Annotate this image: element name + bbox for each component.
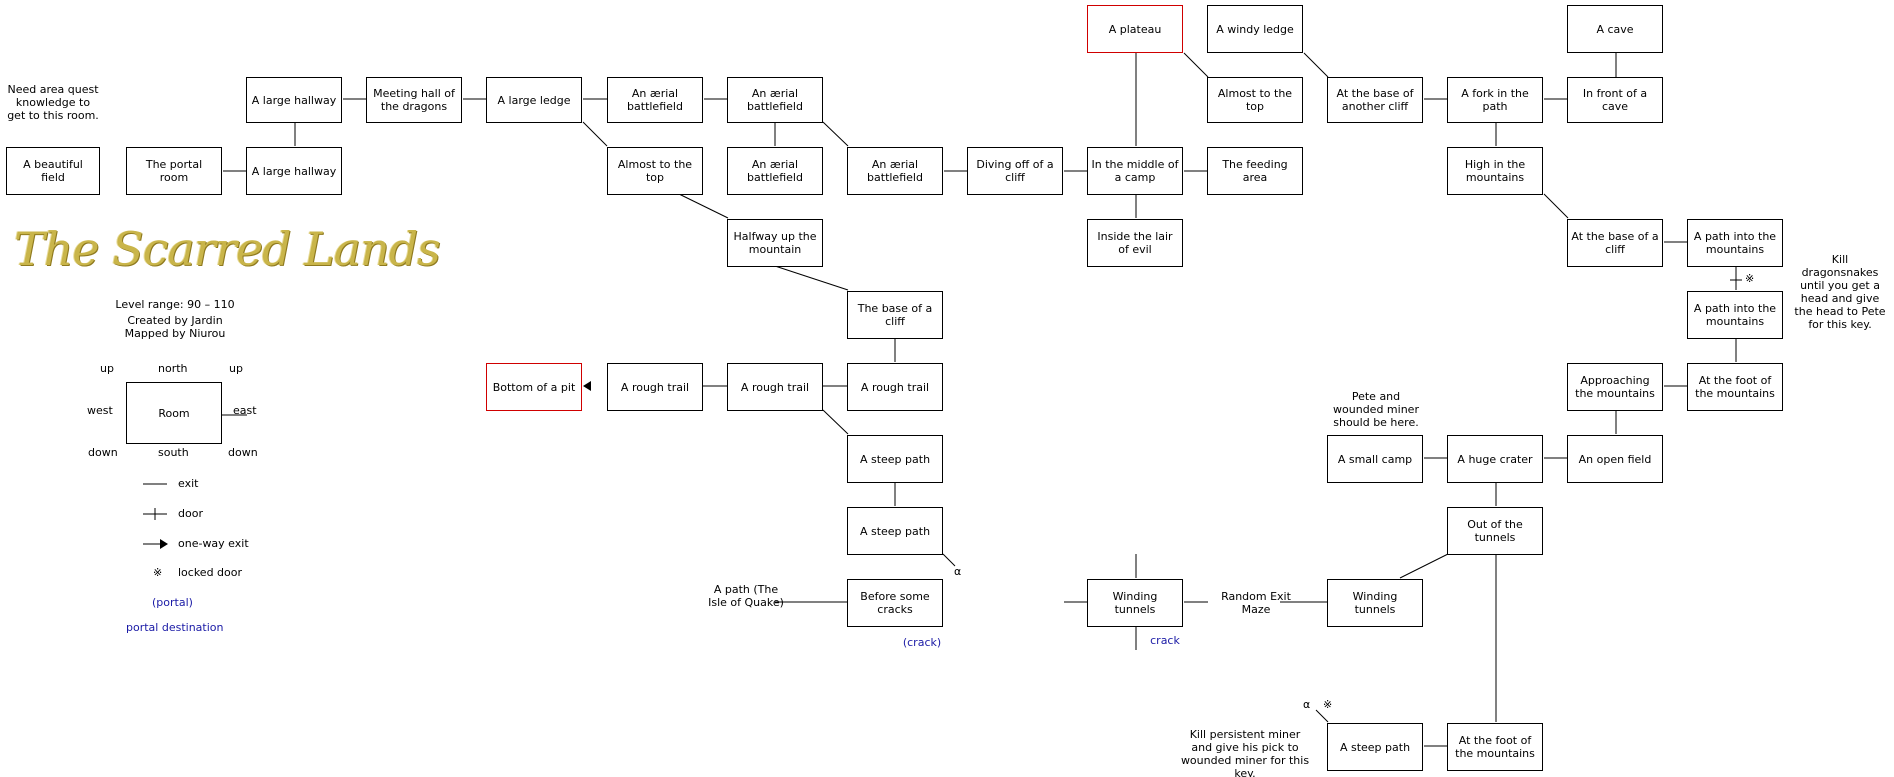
legend-room: Room (126, 382, 222, 444)
legend-exit: exit (178, 477, 199, 490)
room-path-into-mountains-2[interactable]: A path into the mountains (1687, 291, 1783, 339)
room-beautiful-field[interactable]: A beautiful field (6, 147, 100, 195)
room-almost-to-top-1[interactable]: Almost to the top (607, 147, 703, 195)
alpha-marker: α (1303, 698, 1311, 711)
legend-portal: (portal) (152, 596, 193, 609)
legend-north: north (158, 362, 188, 375)
portal-destination-crack[interactable]: crack (1150, 634, 1180, 647)
room-high-in-mountains[interactable]: High in the mountains (1447, 147, 1543, 195)
room-cave[interactable]: A cave (1567, 5, 1663, 53)
note-pete: Pete and wounded miner should be here. (1333, 390, 1419, 429)
room-winding-tunnels-1[interactable]: Winding tunnels (1087, 579, 1183, 627)
room-feeding-area[interactable]: The feeding area (1207, 147, 1303, 195)
room-out-of-tunnels[interactable]: Out of the tunnels (1447, 507, 1543, 555)
room-windy-ledge[interactable]: A windy ledge (1207, 5, 1303, 53)
locked-door-icon: ※ (153, 566, 163, 579)
legend-one-way: one-way exit (178, 537, 249, 550)
legend-west: west (87, 404, 113, 417)
legend-up-left: up (100, 362, 114, 375)
locked-door-icon: ※ (1323, 698, 1333, 711)
room-approaching-mountains[interactable]: Approaching the mountains (1567, 363, 1663, 411)
room-huge-crater[interactable]: A huge crater (1447, 435, 1543, 483)
room-aerial-battlefield-2[interactable]: An ærial battlefield (727, 77, 823, 123)
room-rough-trail-1[interactable]: A rough trail (847, 363, 943, 411)
alpha-marker: α (954, 565, 962, 578)
room-large-hallway-2[interactable]: A large hallway (246, 147, 342, 195)
room-path-into-mountains-1[interactable]: A path into the mountains (1687, 219, 1783, 267)
mapped-by: Mapped by Niurou (124, 327, 226, 340)
map-title: The Scarred Lands (14, 222, 441, 276)
room-base-another-cliff[interactable]: At the base of another cliff (1327, 77, 1423, 123)
note-need-area-quest: Need area quest knowledge to get to this… (7, 83, 99, 122)
room-diving-cliff[interactable]: Diving off of a cliff (967, 147, 1063, 195)
room-steep-path-1[interactable]: A steep path (847, 435, 943, 483)
level-range: Level range: 90 – 110 (115, 298, 235, 311)
room-open-field[interactable]: An open field (1567, 435, 1663, 483)
room-aerial-battlefield-3[interactable]: An ærial battlefield (727, 147, 823, 195)
room-large-hallway-1[interactable]: A large hallway (246, 77, 342, 123)
room-middle-of-camp[interactable]: In the middle of a camp (1087, 147, 1183, 195)
room-aerial-battlefield-1[interactable]: An ærial battlefield (607, 77, 703, 123)
room-rough-trail-3[interactable]: A rough trail (607, 363, 703, 411)
note-kill-miner: Kill persistent miner and give his pick … (1180, 728, 1310, 777)
room-aerial-battlefield-4[interactable]: An ærial battlefield (847, 147, 943, 195)
locked-door-icon: ※ (1745, 272, 1755, 285)
legend-door: door (178, 507, 203, 520)
room-meeting-hall[interactable]: Meeting hall of the dragons (366, 77, 462, 123)
portal-crack[interactable]: (crack) (902, 636, 942, 649)
room-before-cracks[interactable]: Before some cracks (847, 579, 943, 627)
room-base-of-cliff[interactable]: The base of a cliff (847, 291, 943, 339)
room-rough-trail-2[interactable]: A rough trail (727, 363, 823, 411)
legend-down-right: down (228, 446, 258, 459)
created-by: Created by Jardin (127, 314, 223, 327)
room-plateau[interactable]: A plateau (1087, 5, 1183, 53)
note-isle-of-quake: A path (The Isle of Quake) (708, 583, 784, 609)
room-fork-in-path[interactable]: A fork in the path (1447, 77, 1543, 123)
room-foot-of-mountains-1[interactable]: At the foot of the mountains (1687, 363, 1783, 411)
room-steep-path-2[interactable]: A steep path (847, 507, 943, 555)
room-lair-of-evil[interactable]: Inside the lair of evil (1087, 219, 1183, 267)
note-kill-dragonsnakes: Kill dragonsnakes until you get a head a… (1794, 253, 1886, 331)
room-foot-of-mountains-2[interactable]: At the foot of the mountains (1447, 723, 1543, 771)
legend-up-right: up (229, 362, 243, 375)
legend-south: south (158, 446, 189, 459)
room-almost-to-top-2[interactable]: Almost to the top (1207, 77, 1303, 123)
room-large-ledge[interactable]: A large ledge (486, 77, 582, 123)
room-front-of-cave[interactable]: In front of a cave (1567, 77, 1663, 123)
legend-locked-door: locked door (178, 566, 243, 579)
room-portal-room[interactable]: The portal room (126, 147, 222, 195)
room-base-of-cliff-2[interactable]: At the base of a cliff (1567, 219, 1663, 267)
room-winding-tunnels-2[interactable]: Winding tunnels (1327, 579, 1423, 627)
room-halfway-up[interactable]: Halfway up the mountain (727, 219, 823, 267)
note-random-exit-maze: Random Exit Maze (1221, 590, 1291, 616)
legend-down-left: down (88, 446, 118, 459)
legend-east: east (233, 404, 257, 417)
room-steep-path-3[interactable]: A steep path (1327, 723, 1423, 771)
legend-portal-destination: portal destination (126, 621, 224, 634)
room-bottom-of-pit[interactable]: Bottom of a pit (486, 363, 582, 411)
room-small-camp[interactable]: A small camp (1327, 435, 1423, 483)
